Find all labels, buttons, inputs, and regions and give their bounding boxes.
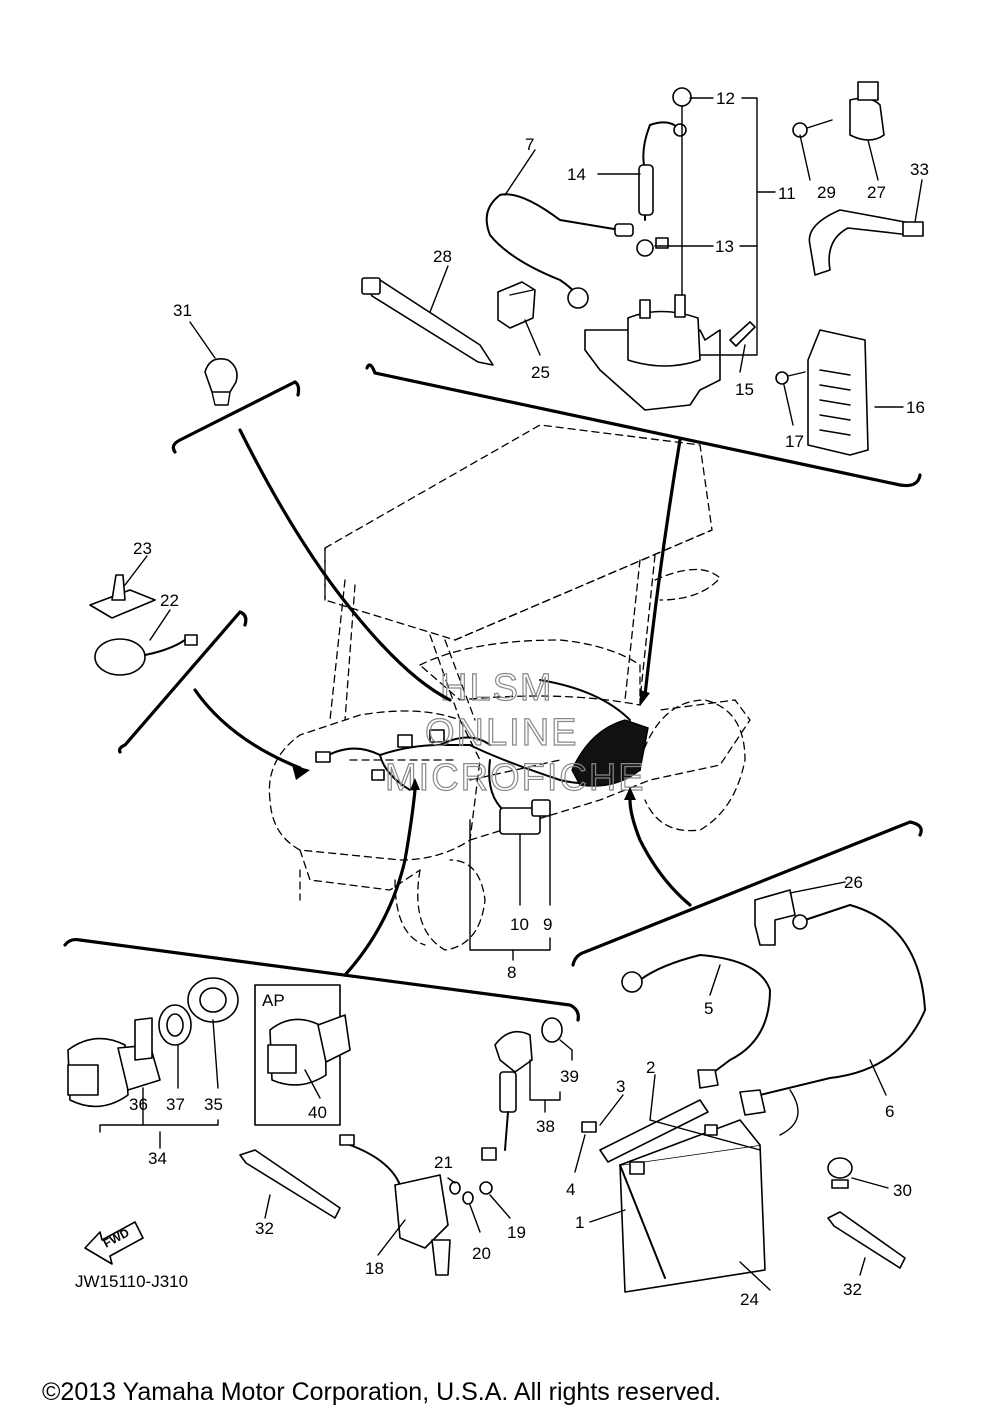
part-22-sensor xyxy=(94,634,198,676)
part-37-nut xyxy=(158,1004,192,1046)
callout-15: 15 xyxy=(735,380,754,399)
part-11-relay xyxy=(584,87,721,411)
callout-18: 18 xyxy=(365,1259,384,1278)
part-28-cable-tie xyxy=(361,277,494,366)
callout-7: 7 xyxy=(525,135,534,154)
callout-20: 20 xyxy=(472,1244,491,1263)
part-27-clamp xyxy=(849,81,885,141)
watermark-line-1: HLSM xyxy=(440,667,554,709)
watermark: HLSM ONLINE MICROFICHE xyxy=(384,666,646,799)
part-35-cap xyxy=(187,977,239,1023)
part-30-grommet xyxy=(827,1157,853,1189)
callout-36: 36 xyxy=(129,1095,148,1114)
callout-8: 8 xyxy=(507,963,516,982)
part-5-cable xyxy=(621,954,771,1089)
callout-11: 11 xyxy=(778,184,796,203)
callout-9: 9 xyxy=(543,915,552,934)
part-2-bar xyxy=(599,1099,709,1163)
callout-14: 14 xyxy=(567,165,586,184)
part-16-module xyxy=(807,329,869,456)
callout-16: 16 xyxy=(906,398,925,417)
callout-29: 29 xyxy=(817,183,836,202)
part-38-wire xyxy=(481,1030,533,1161)
part-19-screw xyxy=(479,1181,493,1195)
part-17-bolt xyxy=(775,371,806,385)
part-29-bolt xyxy=(792,119,833,138)
callout-2: 2 xyxy=(646,1058,655,1077)
part-18-switch xyxy=(339,1134,451,1276)
callout-5: 5 xyxy=(704,999,713,1018)
callout-26: 26 xyxy=(844,873,863,892)
group-brackets xyxy=(63,363,923,1022)
callout-1: 1 xyxy=(575,1213,584,1232)
copyright: ©2013 Yamaha Motor Corporation, U.S.A. A… xyxy=(42,1378,721,1406)
golf-cart-outline xyxy=(268,424,751,951)
part-31-clamp xyxy=(204,358,238,406)
callout-24: 24 xyxy=(740,1290,759,1309)
callout-33: 33 xyxy=(910,160,929,179)
callout-25: 25 xyxy=(531,363,550,382)
callout-32-right: 32 xyxy=(843,1280,862,1299)
callout-6: 6 xyxy=(885,1102,894,1121)
part-26-holder xyxy=(754,889,796,946)
callout-34: 34 xyxy=(148,1149,167,1168)
part-3-nut xyxy=(581,1121,597,1133)
callout-30: 30 xyxy=(893,1181,912,1200)
ap-label: AP xyxy=(262,991,285,1010)
part-25-connector xyxy=(497,281,536,329)
part-6-cable xyxy=(739,904,926,1136)
callout-31: 31 xyxy=(173,301,192,320)
callout-35: 35 xyxy=(204,1095,223,1114)
part-32-tie-right xyxy=(827,1211,906,1269)
callout-4: 4 xyxy=(566,1180,575,1199)
part-34-key-switch xyxy=(67,1017,161,1108)
callout-numbers: 1 2 3 4 5 6 7 8 9 10 11 12 13 14 15 16 1… xyxy=(129,89,929,1309)
callout-3: 3 xyxy=(616,1077,625,1096)
part-39-cap xyxy=(541,1017,563,1043)
leader-lines xyxy=(99,97,923,1291)
callout-13: 13 xyxy=(715,237,734,256)
callout-39: 39 xyxy=(560,1067,579,1086)
callout-38: 38 xyxy=(536,1117,555,1136)
part-33-cable-tie xyxy=(808,209,924,276)
callout-21: 21 xyxy=(434,1153,453,1172)
callout-12: 12 xyxy=(716,89,735,108)
part-32-tie-left xyxy=(239,1149,341,1219)
part-24-battery xyxy=(619,1119,766,1293)
callout-23: 23 xyxy=(133,539,152,558)
diagram-code: JW15110-J310 xyxy=(75,1272,188,1291)
watermark-line-2: ONLINE xyxy=(425,712,578,754)
part-21-washer xyxy=(449,1181,461,1195)
callout-27: 27 xyxy=(867,183,886,202)
wire-harness-8 xyxy=(315,679,649,835)
callout-32-left: 32 xyxy=(255,1219,274,1238)
callout-19: 19 xyxy=(507,1223,526,1242)
part-14-wire xyxy=(638,121,681,249)
callout-28: 28 xyxy=(433,247,452,266)
watermark-line-3: MICROFICHE xyxy=(385,757,646,799)
part-20-washer xyxy=(462,1191,474,1205)
callout-37: 37 xyxy=(166,1095,185,1114)
fwd-arrow: FWD xyxy=(84,1221,144,1265)
part-40-ap-key-switch xyxy=(254,984,351,1126)
part-15-screw xyxy=(729,321,756,347)
callout-40: 40 xyxy=(308,1103,327,1122)
callout-22: 22 xyxy=(160,591,179,610)
callout-17: 17 xyxy=(785,432,804,451)
part-23-sensor-bracket xyxy=(89,574,156,619)
callout-10: 10 xyxy=(510,915,529,934)
